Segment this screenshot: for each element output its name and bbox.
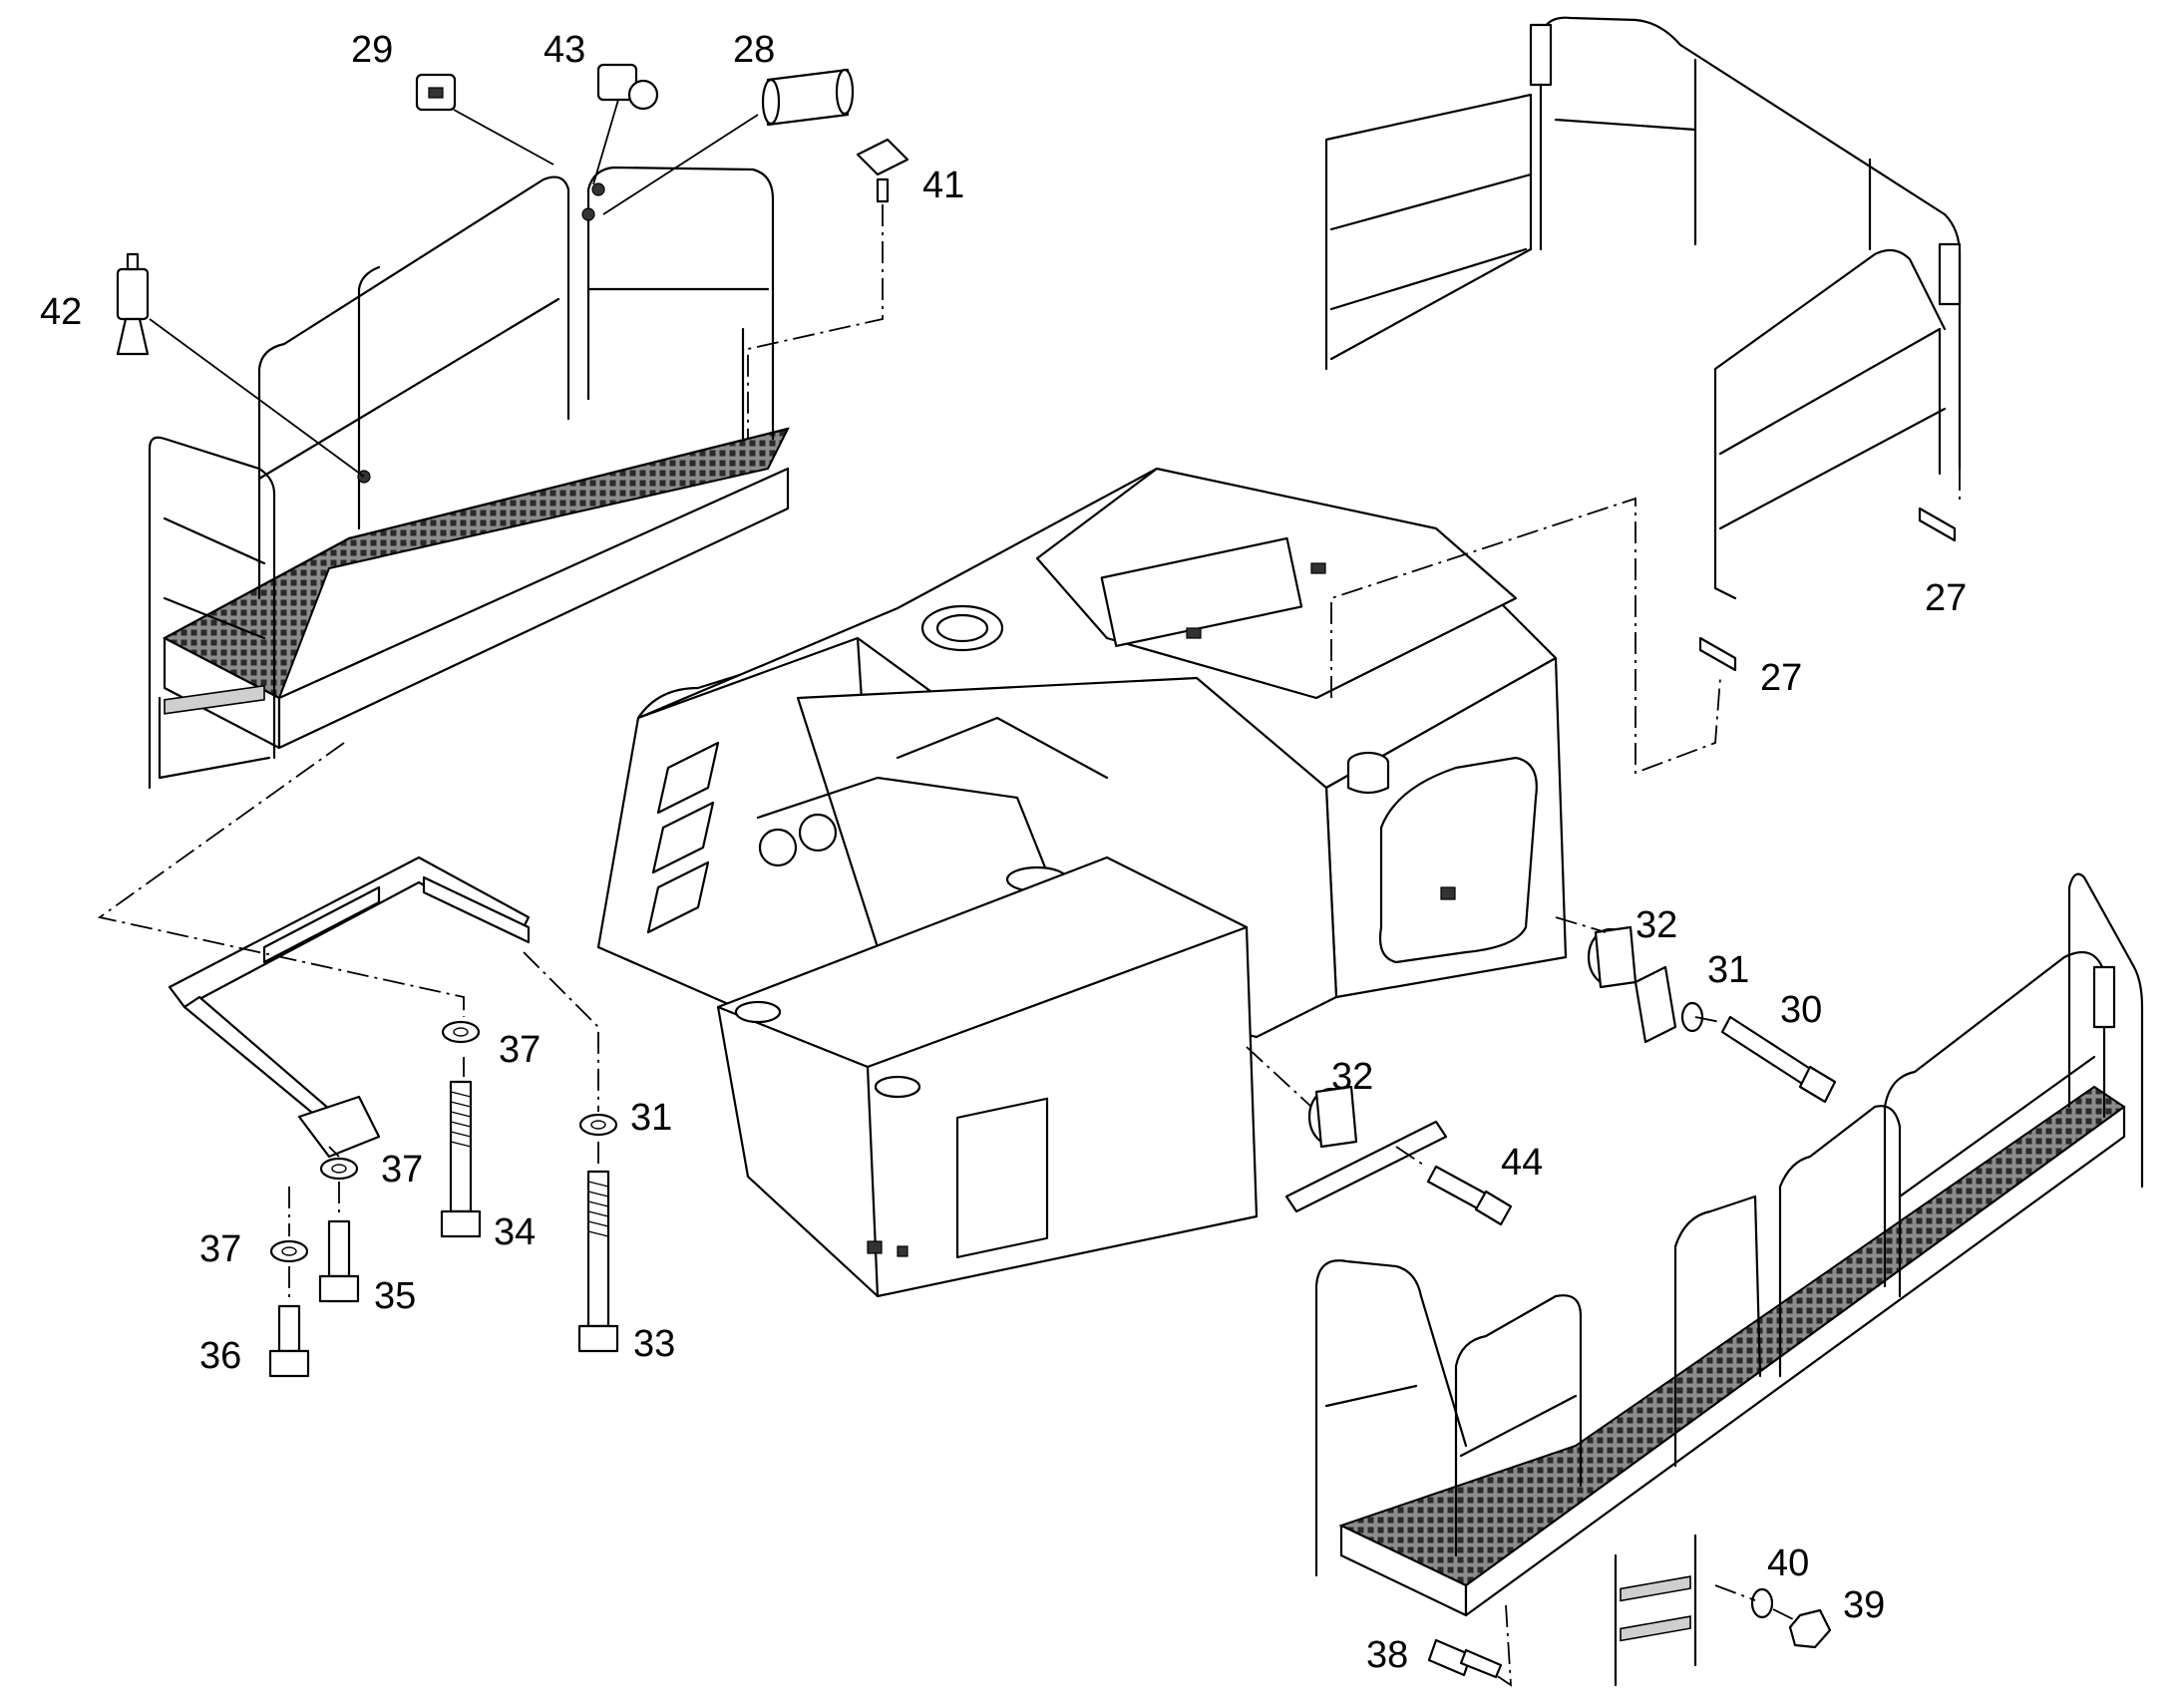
- assembly-lines: [97, 204, 1961, 1687]
- callout-39: 39: [1843, 1584, 1885, 1626]
- callout-43: 43: [544, 29, 585, 71]
- callout-38: 38: [1366, 1634, 1408, 1676]
- callout-28: 28: [733, 29, 775, 71]
- callout-40: 40: [1767, 1542, 1809, 1584]
- callout-44: 44: [1501, 1142, 1543, 1184]
- callout-27-left: 27: [1760, 657, 1802, 699]
- callout-33: 33: [633, 1323, 675, 1365]
- callout-37-lower: 37: [199, 1228, 241, 1270]
- left-walkway-platform: [148, 166, 790, 790]
- callout-27-right: 27: [1925, 577, 1967, 619]
- upperstructure-body: [596, 467, 1568, 1298]
- callout-37-middle: 37: [381, 1149, 423, 1191]
- callout-31-right: 31: [1707, 949, 1749, 991]
- callout-35: 35: [374, 1275, 416, 1317]
- callout-37-upper: 37: [499, 1029, 541, 1071]
- callout-41: 41: [922, 165, 964, 206]
- callout-29: 29: [351, 29, 393, 71]
- callout-32-lower: 32: [1331, 1056, 1373, 1098]
- callout-34: 34: [494, 1211, 536, 1253]
- callout-36: 36: [199, 1335, 241, 1377]
- callout-42: 42: [40, 291, 82, 333]
- support-bracket: [168, 855, 531, 1159]
- callout-30: 30: [1780, 989, 1822, 1031]
- right-lower-walkway: [1314, 872, 2144, 1687]
- callout-32-upper: 32: [1635, 904, 1677, 946]
- right-guardrail: [1324, 16, 1962, 672]
- leader-lines: [149, 99, 759, 478]
- callout-labels: 29 43 28 41 42 27 27 32 31 30 32 44 37 3…: [40, 29, 1967, 1676]
- fasteners: [116, 63, 1837, 1679]
- callout-31-left: 31: [630, 1097, 672, 1139]
